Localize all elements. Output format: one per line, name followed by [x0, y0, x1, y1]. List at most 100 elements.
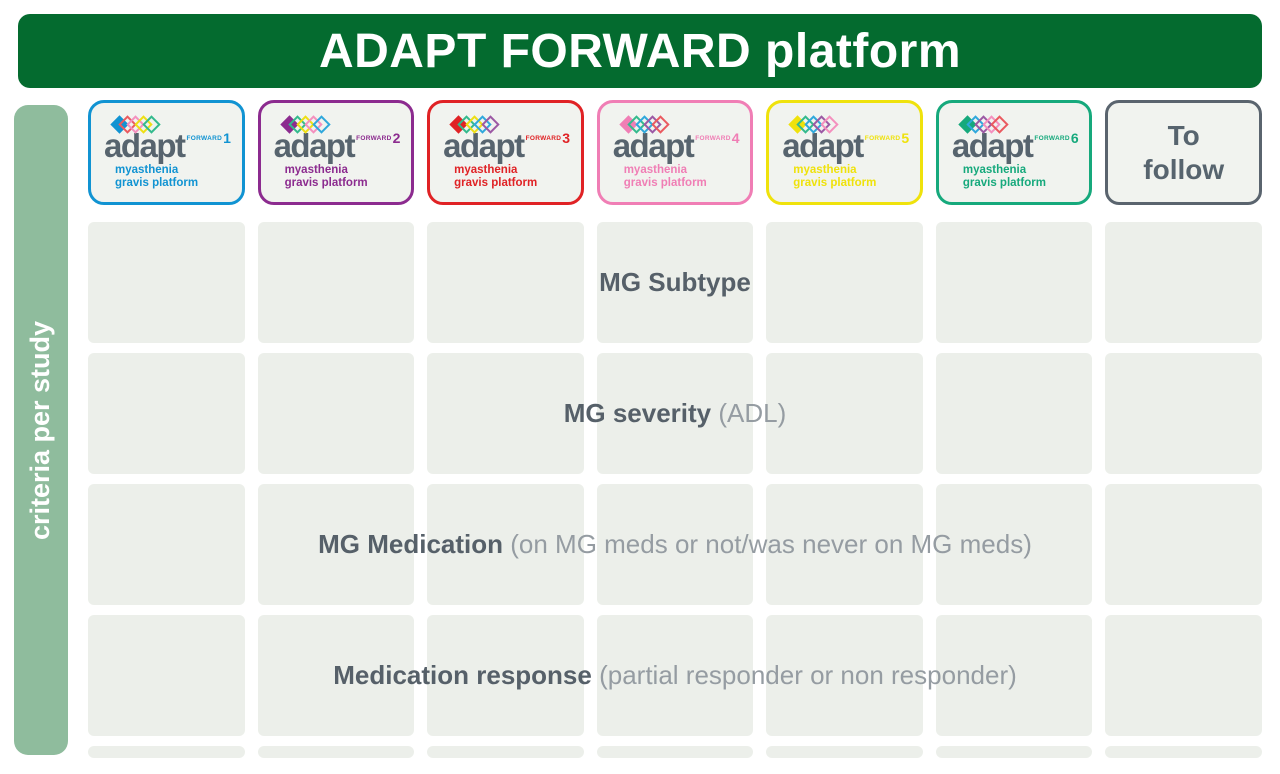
criteria-cell: [88, 353, 245, 474]
criteria-row: MG severity (ADL): [88, 353, 1262, 474]
study-card-5: adapt FORWARD 5 myasthenia gravis platfo…: [766, 100, 923, 205]
study-card-1: adapt FORWARD 1 myasthenia gravis platfo…: [88, 100, 245, 205]
criteria-cell: [935, 353, 1093, 474]
criteria-cell: [257, 353, 415, 474]
forward-number: 5: [901, 130, 910, 146]
adapt-wordmark: adapt: [612, 127, 695, 164]
criteria-cell: [935, 746, 1093, 758]
criteria-cell: [596, 222, 754, 343]
criteria-cell: [935, 615, 1093, 736]
adapt-wordmark: adapt: [273, 127, 356, 164]
criteria-row-label: MG Medication (on MG meds or not/was nev…: [318, 529, 1032, 559]
criteria-cell: [427, 353, 584, 474]
forward-word: FORWARD: [525, 135, 562, 142]
to-follow-card: To follow: [1105, 100, 1262, 205]
study-card-2: adapt FORWARD 2 myasthenia gravis platfo…: [257, 100, 415, 205]
criteria-cell: [766, 746, 923, 758]
logo-tagline: myasthenia gravis platform: [624, 164, 740, 189]
criteria-cell: [766, 222, 923, 343]
tagline-line1: myasthenia: [623, 164, 687, 176]
adapt-wordmark: adapt: [951, 127, 1034, 164]
criteria-sidebar-label: criteria per study: [25, 320, 56, 540]
criteria-cell: [1105, 353, 1262, 474]
study-card-6: adapt FORWARD 6 myasthenia gravis platfo…: [935, 100, 1093, 205]
forward-superscript: FORWARD 3: [526, 131, 570, 145]
forward-superscript: FORWARD 4: [695, 131, 739, 145]
forward-superscript: FORWARD 1: [187, 131, 231, 145]
criteria-cell: [766, 353, 923, 474]
forward-superscript: FORWARD 6: [1034, 131, 1078, 145]
tagline-line2: gravis platform: [962, 176, 1046, 189]
criteria-cell: [596, 484, 754, 605]
criteria-cell: [766, 615, 923, 736]
criteria-row-label: MG Subtype: [599, 267, 751, 297]
criteria-cell: [596, 353, 754, 474]
tagline-line1: myasthenia: [962, 164, 1027, 176]
criteria-cell: [257, 222, 415, 343]
study-card-3: adapt FORWARD 3 myasthenia gravis platfo…: [427, 100, 584, 205]
adapt-logo: adapt FORWARD 2 myasthenia gravis platfo…: [273, 115, 401, 189]
criteria-cell: [427, 484, 584, 605]
study-card-4: adapt FORWARD 4 myasthenia gravis platfo…: [596, 100, 754, 205]
criteria-cell: [427, 615, 584, 736]
tagline-line2: gravis platform: [454, 176, 538, 189]
logo-tagline: myasthenia gravis platform: [454, 164, 570, 189]
logo-tagline: myasthenia gravis platform: [115, 164, 231, 189]
adapt-logo: adapt FORWARD 6 myasthenia gravis platfo…: [951, 115, 1079, 189]
forward-word: FORWARD: [1034, 135, 1070, 142]
logo-tagline: myasthenia gravis platform: [793, 164, 909, 189]
criteria-sidebar: criteria per study: [14, 105, 68, 755]
criteria-cell: [596, 746, 754, 758]
criteria-cell: [1105, 746, 1262, 758]
forward-word: FORWARD: [356, 135, 392, 142]
criteria-row-label: Medication response (partial responder o…: [333, 660, 1017, 690]
forward-number: 1: [223, 130, 231, 146]
criteria-row: Medication response (partial responder o…: [88, 615, 1262, 736]
adapt-wordmark: adapt: [443, 127, 525, 164]
to-follow-label-line2: follow: [1143, 153, 1225, 185]
criteria-cell: [1105, 615, 1262, 736]
criteria-cell: [935, 222, 1093, 343]
page-title: ADAPT FORWARD platform: [318, 24, 962, 78]
tagline-line2: gravis platform: [284, 176, 368, 189]
criteria-row-partial: [88, 746, 1262, 758]
criteria-cell: [257, 484, 415, 605]
criteria-row: MG Medication (on MG meds or not/was nev…: [88, 484, 1262, 605]
adapt-logo: adapt FORWARD 1 myasthenia gravis platfo…: [104, 115, 231, 189]
criteria-cell: [257, 746, 415, 758]
forward-word: FORWARD: [864, 135, 901, 142]
forward-word: FORWARD: [695, 135, 731, 142]
tagline-line1: myasthenia: [793, 164, 857, 176]
adapt-logo: adapt FORWARD 4 myasthenia gravis platfo…: [612, 115, 740, 189]
criteria-cell: [766, 484, 923, 605]
criteria-cell: [1105, 222, 1262, 343]
criteria-cell: [88, 484, 245, 605]
criteria-cell: [88, 746, 245, 758]
logo-tagline: myasthenia gravis platform: [285, 164, 401, 189]
adapt-wordmark: adapt: [782, 127, 864, 164]
criteria-cell: [257, 615, 415, 736]
forward-superscript: FORWARD 5: [865, 131, 909, 145]
criteria-row: MG Subtype: [88, 222, 1262, 343]
logo-tagline: myasthenia gravis platform: [963, 164, 1079, 189]
tagline-line1: myasthenia: [284, 164, 348, 176]
content-area: adapt FORWARD 1 myasthenia gravis platfo…: [88, 100, 1262, 758]
criteria-cell: [427, 746, 584, 758]
study-cards-row: adapt FORWARD 1 myasthenia gravis platfo…: [88, 100, 1262, 205]
criteria-cell: [88, 222, 245, 343]
criteria-row-label: MG severity (ADL): [563, 398, 787, 428]
adapt-logo: adapt FORWARD 5 myasthenia gravis platfo…: [782, 115, 909, 189]
tagline-line2: gravis platform: [623, 176, 707, 189]
criteria-cell: [88, 615, 245, 736]
adapt-wordmark: adapt: [104, 127, 186, 164]
tagline-line2: gravis platform: [793, 176, 877, 189]
forward-number: 2: [392, 130, 401, 146]
tagline-line1: myasthenia: [454, 164, 518, 176]
criteria-cell: [1105, 484, 1262, 605]
tagline-line2: gravis platform: [115, 176, 199, 189]
forward-superscript: FORWARD 2: [356, 131, 400, 145]
criteria-cell: [935, 484, 1093, 605]
criteria-grid: MG Subtype MG severity (ADL) MG Medicati…: [88, 222, 1262, 758]
adapt-logo: adapt FORWARD 3 myasthenia gravis platfo…: [443, 115, 570, 189]
